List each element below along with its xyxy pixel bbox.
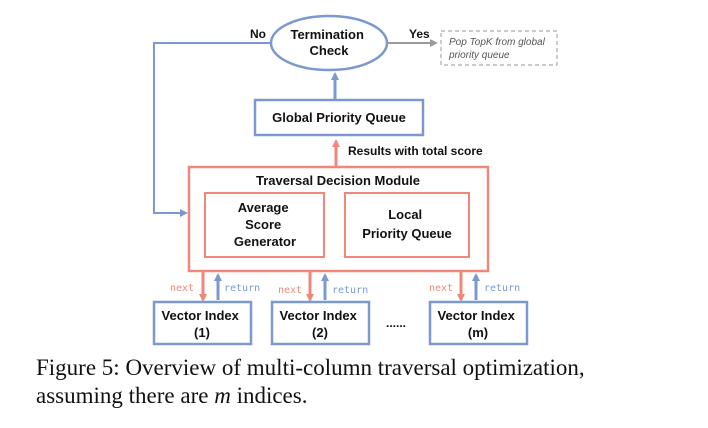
- yes-label: Yes: [409, 27, 430, 41]
- vector-index-label-2: Vector Index (2): [280, 308, 361, 340]
- local-priority-queue-box: [344, 192, 470, 258]
- average-score-generator-box: [204, 192, 325, 258]
- local-priority-queue-label: Local Priority Queue: [362, 207, 452, 241]
- return-label-m: return: [484, 283, 520, 294]
- global-priority-queue-label: Global Priority Queue: [272, 110, 406, 125]
- figure-caption: Figure 5: Overview of multi-column trave…: [36, 354, 696, 410]
- return-label-1: return: [224, 283, 260, 294]
- vector-index-label-m: Vector Index (m): [438, 308, 519, 340]
- global-priority-queue-box: [253, 98, 425, 137]
- traversal-diagram: Termination Check No Yes Pop TopK from g…: [152, 14, 558, 346]
- caption-line-2: assuming there are m indices.: [36, 383, 308, 408]
- pop-topk-label: Pop TopK from global priority queue: [448, 37, 548, 61]
- next-label-m: next: [429, 283, 453, 294]
- no-loop-arrow: [153, 42, 271, 217]
- next-label-1: next: [170, 283, 194, 294]
- vector-index-box-1: [152, 300, 253, 346]
- vector-index-box-m: [428, 300, 529, 346]
- termination-check-label: Termination Check: [290, 27, 367, 58]
- no-label: No: [250, 27, 266, 41]
- tdm-title: Traversal Decision Module: [256, 173, 420, 188]
- ellipsis: ......: [386, 316, 406, 330]
- pop-topk-box: [440, 30, 558, 66]
- vector-index-box-2: [270, 300, 371, 346]
- results-label: Results with total score: [348, 144, 483, 158]
- vector-index-label-1: Vector Index (1): [162, 308, 243, 340]
- next-label-2: next: [278, 285, 302, 296]
- average-score-generator-label: Average Score Generator: [234, 200, 296, 249]
- caption-line-1: Figure 5: Overview of multi-column trave…: [36, 355, 585, 380]
- return-label-2: return: [332, 285, 368, 296]
